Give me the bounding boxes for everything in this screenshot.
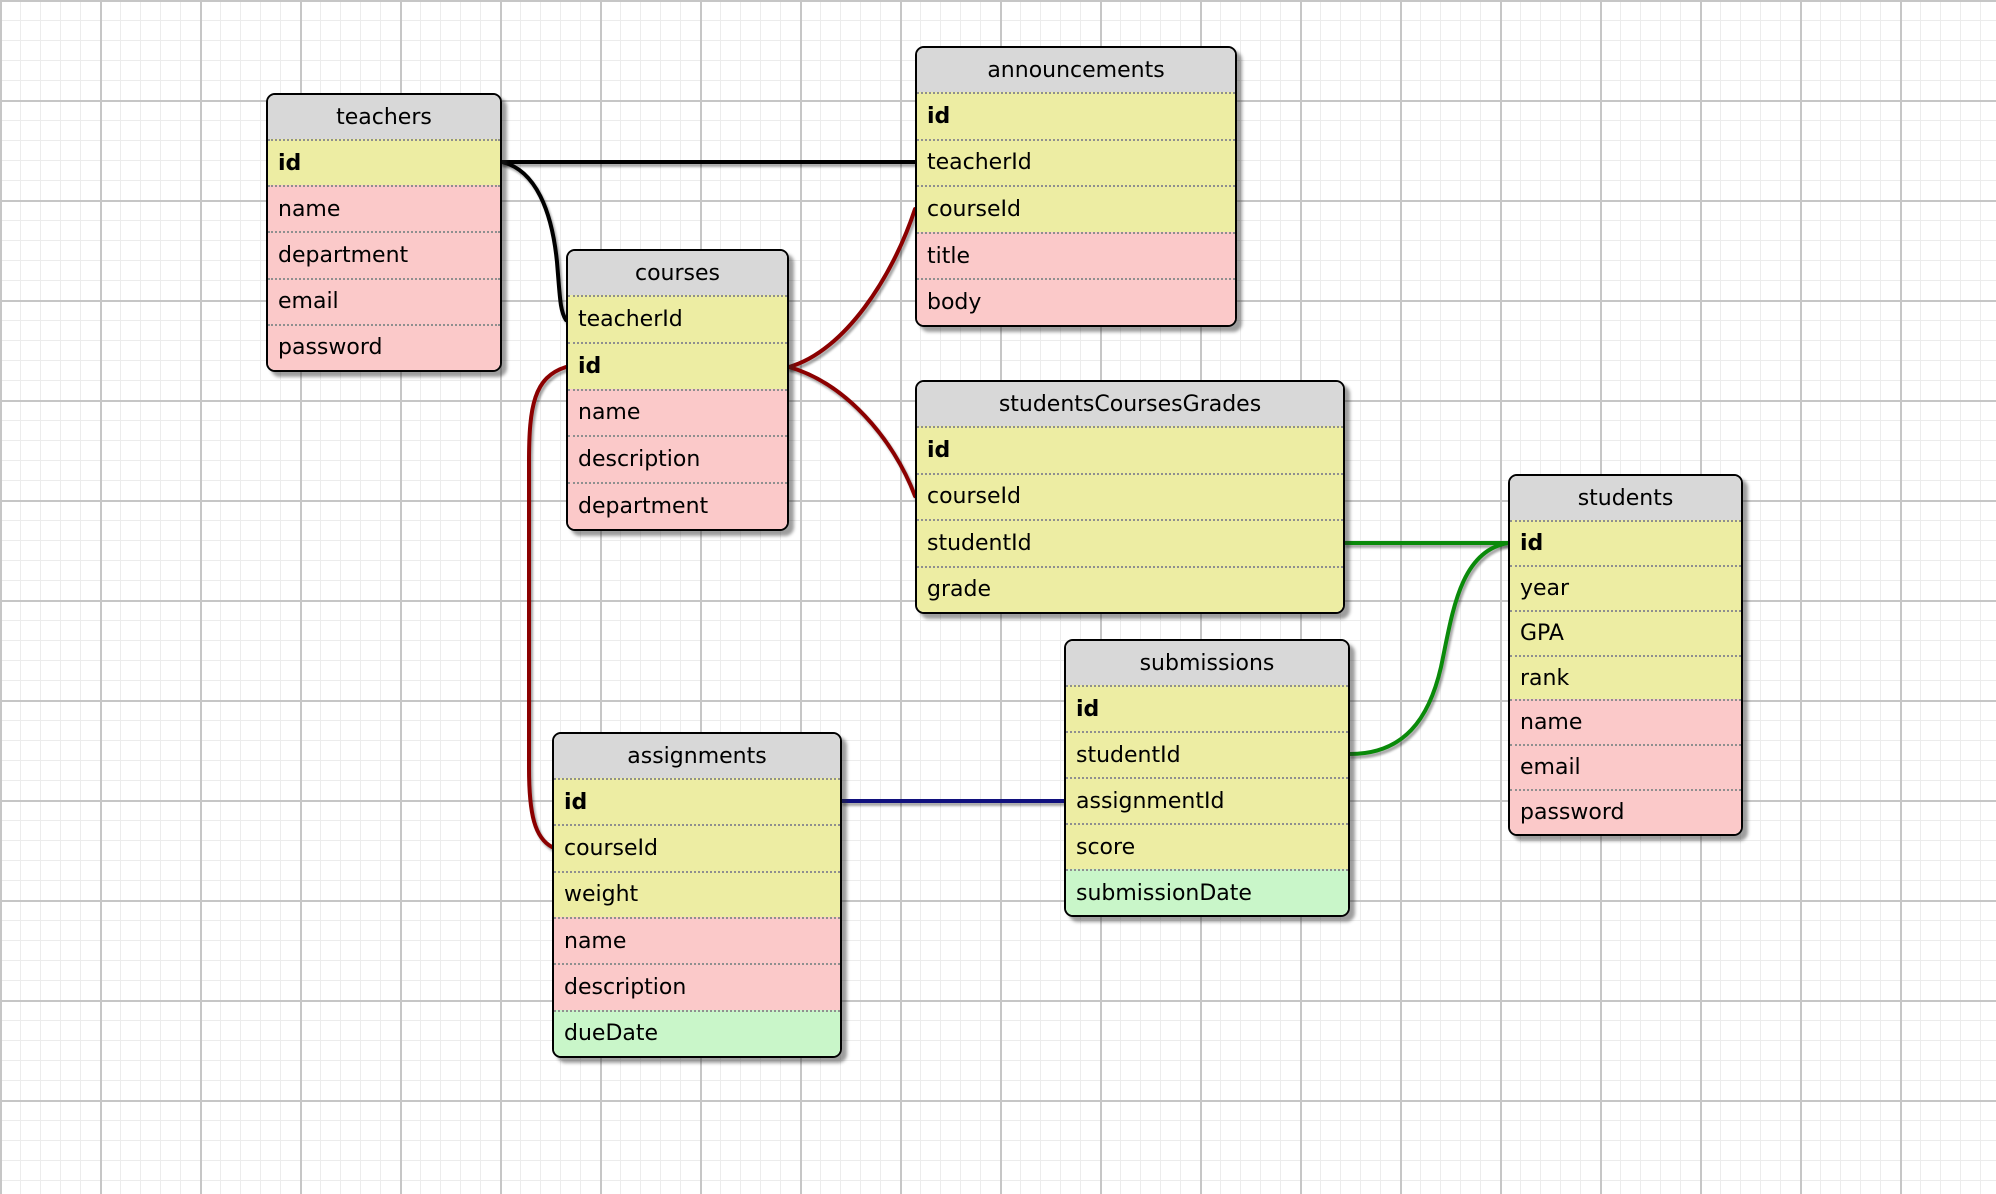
assignments-column-name[interactable]: name xyxy=(554,916,840,964)
assignments-column-weight[interactable]: weight xyxy=(554,870,840,917)
submissions-table-title[interactable]: submissions xyxy=(1066,641,1348,685)
announcements-column-title[interactable]: title xyxy=(917,231,1235,279)
studentsCoursesGrades-table-title[interactable]: studentsCoursesGrades xyxy=(917,382,1343,426)
submissions-column-id[interactable]: id xyxy=(1066,685,1348,731)
submissions-column-submissionDate[interactable]: submissionDate xyxy=(1066,869,1348,915)
submissions-column-score[interactable]: score xyxy=(1066,823,1348,869)
students-column-name[interactable]: name xyxy=(1510,699,1741,745)
students-column-password[interactable]: password xyxy=(1510,789,1741,834)
teachers-column-department[interactable]: department xyxy=(268,231,500,278)
studentsCoursesGrades-column-courseId[interactable]: courseId xyxy=(917,472,1343,519)
assignments-table-title[interactable]: assignments xyxy=(554,734,840,778)
announcements-column-teacherId[interactable]: teacherId xyxy=(917,138,1235,186)
assignments-column-dueDate[interactable]: dueDate xyxy=(554,1009,840,1056)
courses-column-id[interactable]: id xyxy=(568,341,787,389)
courses-column-department[interactable]: department xyxy=(568,482,787,529)
courses-id-to-studentsCoursesGrades-courseId-connector[interactable] xyxy=(787,365,917,498)
announcements-table-title[interactable]: announcements xyxy=(917,48,1235,92)
courses-table-title[interactable]: courses xyxy=(568,251,787,295)
teachers-column-id[interactable]: id xyxy=(268,139,500,186)
teachers-id-to-courses-teacherId-connector[interactable] xyxy=(500,160,568,322)
submissions-column-assignmentId[interactable]: assignmentId xyxy=(1066,777,1348,823)
studentsCoursesGrades-column-studentId[interactable]: studentId xyxy=(917,519,1343,566)
students-table-title[interactable]: students xyxy=(1510,476,1741,520)
assignments-column-description[interactable]: description xyxy=(554,963,840,1010)
students-id-to-submissions-studentId-connector[interactable] xyxy=(1348,541,1510,756)
courses-id-to-announcements-courseId-connector[interactable] xyxy=(787,207,917,369)
teachers-column-password[interactable]: password xyxy=(268,323,500,370)
teachers-column-name[interactable]: name xyxy=(268,185,500,232)
teachers-table-title[interactable]: teachers xyxy=(268,95,500,139)
assignments-column-id[interactable]: id xyxy=(554,778,840,825)
studentsCoursesGrades-column-id[interactable]: id xyxy=(917,426,1343,473)
students-column-id[interactable]: id xyxy=(1510,520,1741,565)
studentsCoursesGrades-column-grade[interactable]: grade xyxy=(917,565,1343,612)
courses-id-to-assignments-courseId-connector[interactable] xyxy=(527,365,568,849)
students-column-rank[interactable]: rank xyxy=(1510,654,1741,700)
courses-column-name[interactable]: name xyxy=(568,388,787,436)
courses-column-teacherId[interactable]: teacherId xyxy=(568,295,787,342)
students-column-email[interactable]: email xyxy=(1510,744,1741,790)
announcements-column-courseId[interactable]: courseId xyxy=(917,185,1235,232)
submissions-column-studentId[interactable]: studentId xyxy=(1066,731,1348,777)
courses-column-description[interactable]: description xyxy=(568,435,787,483)
announcements-column-body[interactable]: body xyxy=(917,278,1235,325)
assignments-column-courseId[interactable]: courseId xyxy=(554,824,840,871)
students-column-GPA[interactable]: GPA xyxy=(1510,609,1741,655)
announcements-column-id[interactable]: id xyxy=(917,92,1235,139)
teachers-column-email[interactable]: email xyxy=(268,277,500,324)
students-column-year[interactable]: year xyxy=(1510,564,1741,610)
